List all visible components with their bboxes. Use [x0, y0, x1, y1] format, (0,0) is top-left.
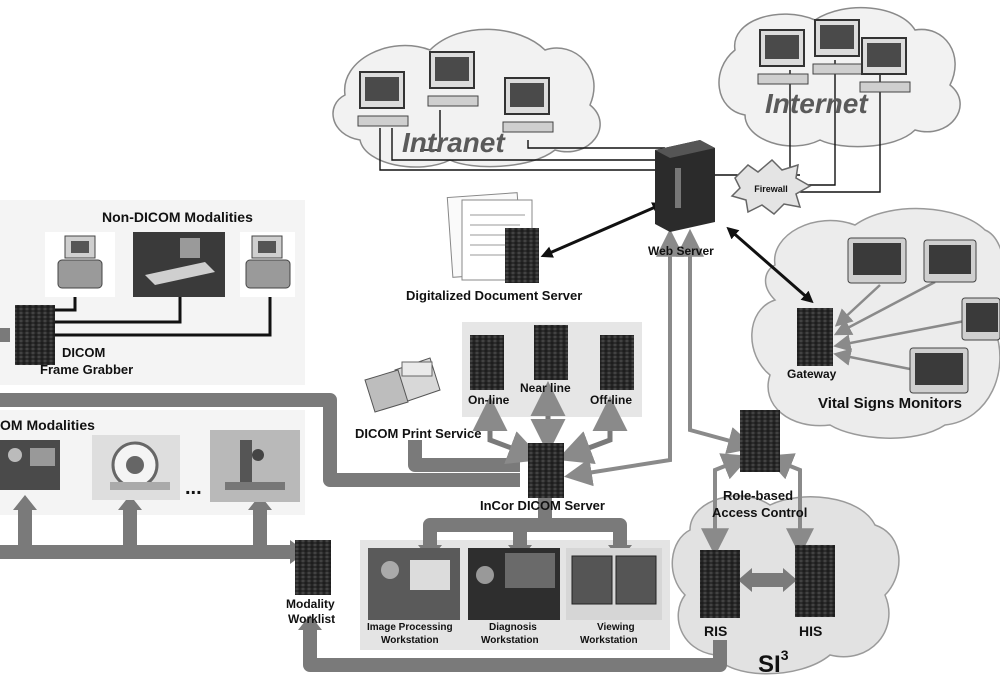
his-server-icon: [795, 545, 835, 617]
near-line-label: Near line: [520, 381, 571, 395]
black-links: [540, 202, 814, 304]
offline-storage-icon: [600, 335, 634, 390]
ris-label: RIS: [704, 623, 727, 639]
role-based-label-line2: Access Control: [712, 505, 807, 520]
diagnosis-label-line2: Workstation: [481, 635, 539, 646]
online-storage-icon: [470, 335, 504, 390]
modality-worklist-label-line1: Modality: [286, 597, 335, 611]
frame-grabber-label-line2: Frame Grabber: [40, 362, 133, 377]
internet-pc-3: [859, 37, 911, 93]
intranet-pc-1: [357, 71, 409, 127]
si3-label: SI3: [758, 647, 789, 678]
diagnosis-label-line1: Diagnosis: [489, 622, 537, 633]
image-processing-workstation-image: [368, 548, 460, 620]
vital-sign-links: [833, 280, 971, 372]
diagnosis-workstation-image: [468, 548, 560, 620]
image-processing-label-line1: Image Processing: [367, 622, 453, 633]
network-links: [379, 60, 881, 193]
viewing-workstation-image: [566, 548, 662, 620]
web-server-icon: [655, 140, 715, 232]
intranet-pc-2: [427, 51, 479, 107]
on-line-label: On-line: [468, 393, 510, 407]
document-server-icon: [446, 192, 539, 283]
gateway-label: Gateway: [787, 367, 837, 381]
modality-worklist-server-icon: [295, 540, 331, 595]
off-line-label: Off-line: [590, 393, 632, 407]
non-dicom-modalities-title: Non-DICOM Modalities: [102, 209, 253, 225]
firewall-burst: [730, 158, 812, 215]
web-server-label: Web Server: [648, 244, 714, 258]
ct-scanner-image: [92, 435, 180, 500]
image-processing-label-line2: Workstation: [381, 635, 439, 646]
vital-signs-monitors-label: Vital Signs Monitors: [818, 395, 962, 412]
dicom-print-service-label: DICOM Print Service: [355, 426, 481, 441]
internet-pc-1: [757, 29, 809, 85]
ris-server-icon: [700, 550, 740, 618]
web-links: [563, 228, 814, 557]
xray-room-image: [133, 232, 225, 297]
ellipsis-label: ...: [185, 477, 202, 499]
frame-grabber-server-icon: [15, 305, 55, 365]
intranet-pc-3: [502, 77, 554, 133]
vital-monitor-3: [961, 297, 1000, 341]
incor-dicom-server-icon: [528, 443, 564, 498]
intranet-label: Intranet: [402, 127, 506, 158]
modality-worklist-label-line2: Worklist: [288, 612, 335, 626]
si3-superscript: 3: [781, 647, 789, 663]
dicom-modalities-title: OM Modalities: [0, 417, 95, 433]
data-flow-arrows: [0, 328, 785, 672]
si3-base: SI: [758, 651, 781, 678]
role-based-label-line1: Role-based: [723, 488, 793, 503]
ultrasound-image-2: [240, 232, 295, 297]
firewall-label: Firewall: [754, 184, 788, 194]
incor-dicom-server-label: InCor DICOM Server: [480, 498, 605, 513]
viewing-label-line1: Viewing: [597, 622, 635, 633]
dicom-printer-icon: [364, 357, 441, 413]
nearline-storage-icon: [534, 325, 568, 380]
workstation-operator-image: [0, 440, 60, 490]
vital-monitor-1: [847, 237, 907, 284]
ultrasound-image-1: [45, 232, 115, 297]
viewing-label-line2: Workstation: [580, 635, 638, 646]
frame-grabber-label-line1: DICOM: [62, 345, 105, 360]
internet-label: Internet: [765, 88, 869, 119]
vital-monitor-4: [909, 347, 969, 394]
angiography-room-image: [210, 430, 300, 502]
internet-pc-2: [812, 19, 864, 75]
access-control-server-icon: [740, 410, 780, 472]
gateway-server-icon: [797, 308, 833, 366]
his-label: HIS: [799, 623, 822, 639]
vital-monitor-2: [923, 239, 977, 283]
digitalized-document-server-label: Digitalized Document Server: [406, 288, 582, 303]
